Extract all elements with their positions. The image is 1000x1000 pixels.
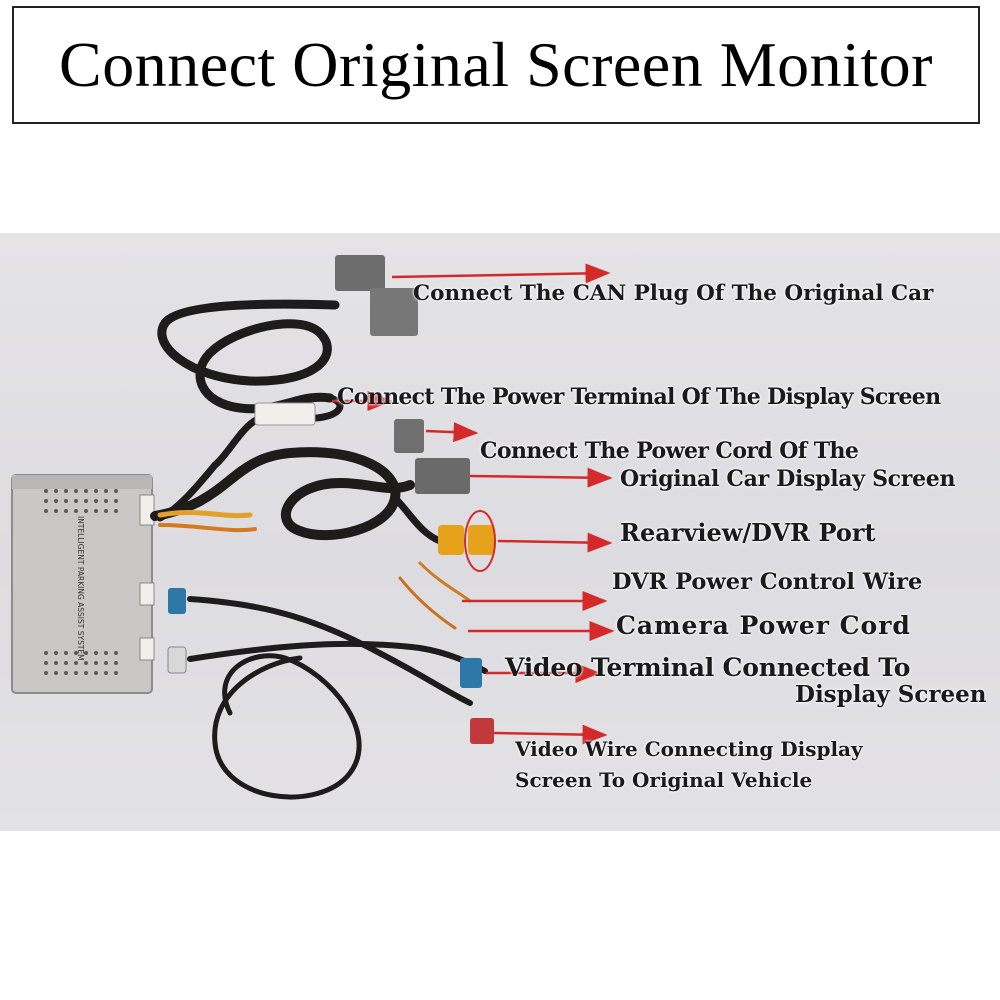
title-box: Connect Original Screen Monitor — [12, 6, 980, 124]
label-video-wire-line2: Screen To Original Vehicle — [515, 768, 813, 792]
fakra-connectors — [167, 588, 494, 744]
label-power-cord-line1: Connect The Power Cord Of The — [480, 438, 859, 464]
orange-wires — [157, 509, 472, 630]
label-video-terminal-line2: Display Screen — [795, 681, 987, 708]
callout-arrows — [332, 263, 615, 745]
label-power-terminal: Connect The Power Terminal Of The Displa… — [337, 384, 941, 410]
label-camera-power: Camera Power Cord — [616, 611, 911, 640]
gray-connectors — [254, 255, 470, 494]
label-video-wire-line1: Video Wire Connecting Display — [515, 737, 863, 761]
page-title: Connect Original Screen Monitor — [59, 29, 933, 100]
module-name: INTELLIGENT PARKING ASSIST SYSTEM — [76, 516, 85, 661]
control-module: INTELLIGENT PARKING ASSIST SYSTEM — [11, 474, 155, 694]
label-dvr-power: DVR Power Control Wire — [612, 569, 923, 595]
label-video-terminal-line1: Video Terminal Connected To — [505, 653, 911, 682]
product-photo: INTELLIGENT PARKING ASSIST SYSTEM — [0, 233, 1000, 831]
label-can-plug: Connect The CAN Plug Of The Original Car — [413, 281, 934, 306]
wiring-harness-illustration: INTELLIGENT PARKING ASSIST SYSTEM — [11, 255, 615, 800]
label-rearview-port: Rearview/DVR Port — [620, 518, 876, 547]
rca-connectors — [438, 510, 496, 572]
cable-bundle — [150, 299, 488, 800]
label-power-cord-line2: Original Car Display Screen — [620, 466, 956, 492]
